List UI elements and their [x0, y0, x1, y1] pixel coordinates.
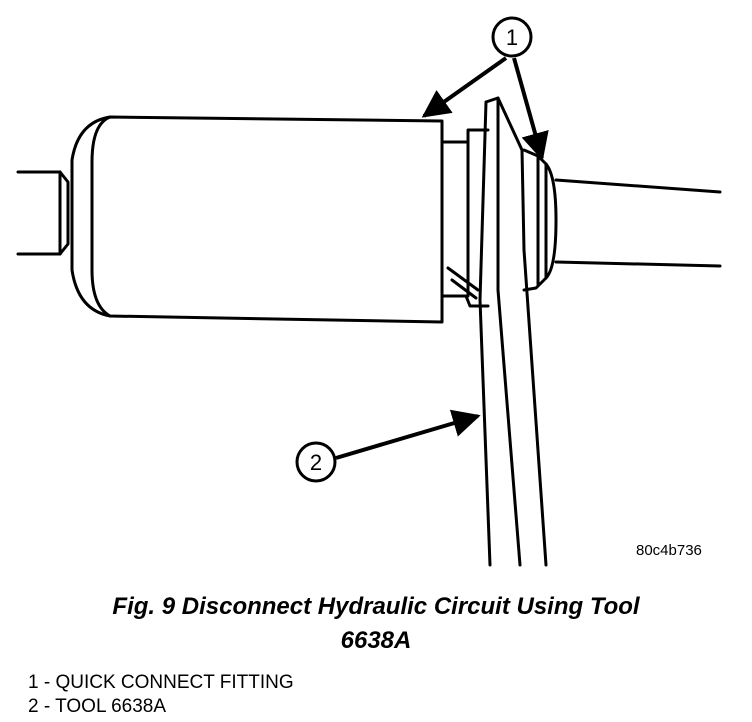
legend-item: 1 - QUICK CONNECT FITTING — [28, 671, 294, 695]
legend-item-separator: - — [38, 672, 56, 693]
legend-item-number: 1 — [28, 672, 39, 693]
legend-item-text: QUICK CONNECT FITTING — [55, 672, 294, 693]
caption-line-1: Fig. 9 Disconnect Hydraulic Circuit Usin… — [112, 593, 640, 620]
callout-2-number: 2 — [310, 450, 322, 475]
left-tube — [16, 170, 70, 256]
quick-connect-body — [70, 115, 444, 324]
legend-item-number: 2 — [28, 696, 39, 717]
tool-6638a — [478, 96, 548, 567]
figure-caption: Fig. 9 Disconnect Hydraulic Circuit Usin… — [0, 590, 752, 658]
caption-line-2: 6638A — [340, 627, 412, 654]
callout-1-number: 1 — [506, 25, 518, 50]
right-fitting — [522, 148, 558, 292]
legend-item: 2 - TOOL 6638A — [28, 695, 294, 719]
right-tube — [554, 178, 722, 268]
legend-item-text: TOOL 6638A — [55, 696, 167, 717]
callout-1: 1 — [421, 16, 549, 161]
figure-drawing: 1 2 80c4b736 — [16, 16, 722, 567]
legend-item-separator: - — [38, 696, 56, 717]
quick-connect-collar — [440, 128, 490, 308]
image-code: 80c4b736 — [636, 542, 702, 559]
legend: 1 - QUICK CONNECT FITTING 2 - TOOL 6638A — [28, 671, 294, 719]
callout-2: 2 — [295, 409, 481, 483]
